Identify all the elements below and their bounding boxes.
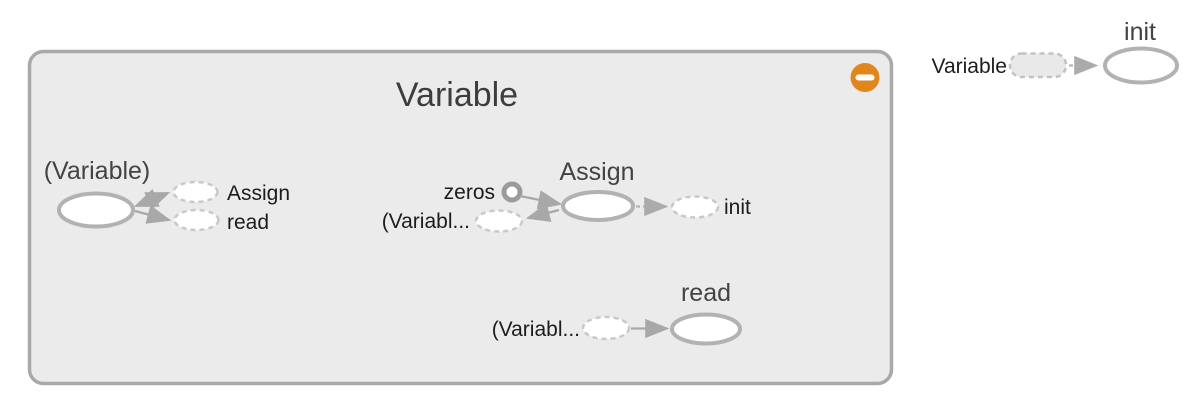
annotation-label-variable-group: Variable xyxy=(932,55,1008,78)
annotation-node-variable-in-read[interactable] xyxy=(581,315,631,341)
annotation-node-read[interactable] xyxy=(173,208,220,232)
annotation-label-variable-in-read: (Variabl... xyxy=(492,318,580,341)
op-node-assign[interactable] xyxy=(561,190,635,222)
op-node-read[interactable] xyxy=(670,312,742,346)
node-title-init: init xyxy=(1124,18,1156,46)
node-cluster-assign: Assign zeros (Variabl... init xyxy=(382,158,751,233)
edge-assign-to-variable-ref xyxy=(525,203,560,222)
edge-zeros-to-assign xyxy=(519,190,563,210)
annotation-node-variable-in[interactable] xyxy=(474,209,524,233)
group-node-title: Variable xyxy=(396,76,518,114)
group-node-variable: Variable xyxy=(27,49,894,386)
node-cluster-read: read (Variabl... xyxy=(492,279,742,346)
node-cluster-variable-op: (Variable) Assign read xyxy=(44,157,290,234)
edge-variable-to-assign xyxy=(133,188,171,211)
annotation-node-init[interactable] xyxy=(670,195,720,219)
node-title-assign: Assign xyxy=(559,158,634,186)
node-title-read: read xyxy=(681,279,731,307)
annotation-label-zeros: zeros xyxy=(444,181,495,204)
collapse-button[interactable] xyxy=(850,63,880,92)
annotation-node-variable-group[interactable] xyxy=(1008,52,1068,79)
annotation-label-init: init xyxy=(724,196,751,219)
group-node-variable-rect[interactable] xyxy=(27,49,894,386)
annotation-node-assign[interactable] xyxy=(172,180,219,204)
annotation-label-variable-in: (Variabl... xyxy=(382,210,470,233)
annotation-label-read: read xyxy=(227,211,269,234)
annotation-node-zeros[interactable] xyxy=(501,181,523,203)
node-cluster-init: init Variable xyxy=(932,18,1179,85)
edge-variable-to-read xyxy=(134,205,172,224)
node-title-variable-op: (Variable) xyxy=(44,157,151,185)
annotation-label-assign: Assign xyxy=(227,182,290,205)
op-node-variable[interactable] xyxy=(57,191,135,229)
minus-icon xyxy=(855,74,875,81)
op-node-init[interactable] xyxy=(1103,46,1179,85)
